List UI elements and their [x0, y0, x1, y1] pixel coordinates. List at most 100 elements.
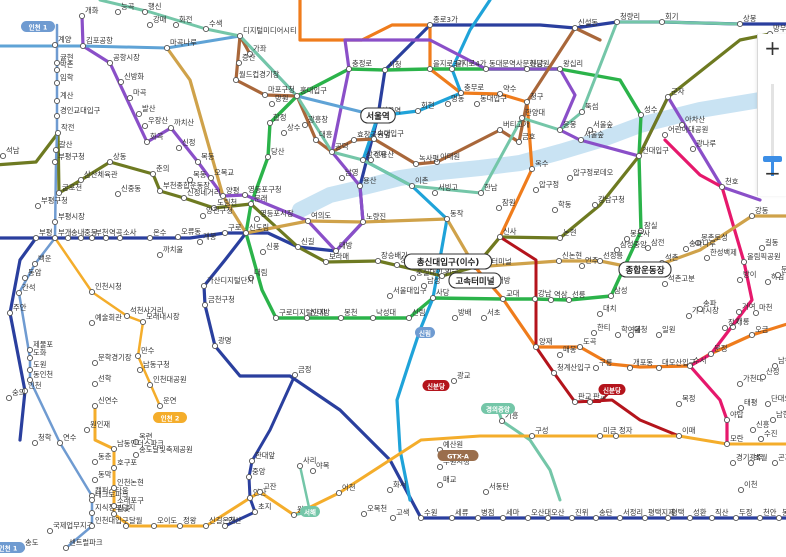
station-marker[interactable] [566, 174, 574, 182]
station[interactable]: 방이 [736, 270, 756, 284]
station-marker[interactable] [210, 204, 218, 212]
station-marker[interactable] [433, 158, 441, 166]
station[interactable]: 서빙고 [431, 183, 458, 197]
station-marker[interactable] [721, 324, 729, 332]
station[interactable]: 백운 [31, 254, 52, 268]
station[interactable]: 신사 [496, 227, 517, 241]
station[interactable]: 금호 [515, 132, 536, 146]
station[interactable]: 양천구청 [199, 206, 233, 220]
station-marker[interactable] [495, 204, 503, 212]
station[interactable]: 을지로4가 [448, 59, 487, 73]
station-marker[interactable] [748, 331, 756, 339]
station-marker[interactable] [246, 494, 254, 502]
station[interactable]: 한성백제 [703, 248, 737, 262]
station-marker[interactable] [156, 187, 164, 195]
station[interactable]: 신논현 [555, 251, 582, 265]
station-marker[interactable] [247, 200, 255, 208]
station-marker[interactable] [110, 445, 118, 453]
station[interactable]: 어천 [335, 483, 355, 497]
zoom-slider-track[interactable] [771, 84, 774, 176]
station[interactable]: 삼각지 [359, 150, 386, 164]
station-marker[interactable] [335, 489, 343, 497]
station-marker[interactable] [6, 309, 14, 317]
station[interactable]: 남동인더스파크 [110, 439, 164, 453]
station-marker[interactable] [31, 439, 39, 447]
station-marker[interactable] [241, 191, 249, 199]
station-marker[interactable] [259, 248, 267, 256]
station-marker[interactable] [764, 278, 772, 286]
station-marker[interactable] [146, 234, 154, 242]
station-marker[interactable] [356, 182, 364, 190]
station[interactable]: 디지털미디어시티 [236, 26, 297, 40]
station-marker[interactable] [143, 138, 151, 146]
station[interactable]: 장지 [721, 318, 741, 332]
station[interactable]: 소래포구 [110, 496, 144, 510]
station[interactable]: 청구 [523, 92, 544, 106]
station[interactable]: 부평시장 [51, 212, 85, 226]
station[interactable]: 운연 [156, 396, 176, 410]
station-marker[interactable] [219, 192, 227, 200]
station[interactable]: 우장산 [141, 116, 168, 130]
station-marker[interactable] [332, 247, 340, 255]
station[interactable]: 병점 [474, 508, 494, 522]
station-marker[interactable] [202, 25, 210, 33]
station-marker[interactable] [51, 234, 59, 242]
station[interactable]: 원인재 [83, 420, 110, 434]
station-marker[interactable] [136, 366, 144, 374]
station[interactable]: 합정 [266, 113, 286, 127]
station[interactable]: 길동 [758, 238, 779, 252]
major-station[interactable]: 고속터미널 [448, 272, 502, 289]
station-marker[interactable] [386, 292, 394, 300]
station-marker[interactable] [196, 238, 204, 246]
station-marker[interactable] [172, 21, 180, 29]
station[interactable]: 일원 [655, 325, 675, 339]
station[interactable]: 동막 [91, 470, 112, 484]
station[interactable]: 증산 [235, 53, 256, 67]
station[interactable]: 남동구청 [136, 360, 170, 374]
station-marker[interactable] [436, 463, 444, 471]
station[interactable]: 모래내시장 [139, 312, 180, 326]
station[interactable]: 서정리 [616, 508, 643, 522]
station[interactable]: 신길온천 [202, 516, 236, 530]
station-marker[interactable] [5, 394, 13, 402]
station[interactable]: 수원 [417, 508, 437, 522]
station[interactable]: 한대앞 [248, 451, 275, 465]
station[interactable]: 한티 [590, 323, 610, 337]
station-marker[interactable] [328, 148, 336, 156]
station-marker[interactable] [748, 212, 756, 220]
station-marker[interactable] [682, 245, 690, 253]
station-marker[interactable] [637, 227, 645, 235]
station[interactable]: 삼성 [607, 286, 627, 300]
station-marker[interactable] [473, 100, 481, 108]
station-marker[interactable] [389, 514, 397, 522]
station-marker[interactable] [498, 417, 506, 425]
station-marker[interactable] [110, 510, 118, 518]
station-marker[interactable] [146, 21, 154, 29]
station[interactable]: 마곡나루 [163, 38, 197, 52]
station-marker[interactable] [576, 343, 584, 351]
station-marker[interactable] [123, 312, 131, 320]
station[interactable]: 간석 [15, 283, 35, 297]
station[interactable]: 초지 [251, 502, 271, 516]
station[interactable]: 선정릉 [596, 251, 623, 265]
station[interactable]: 광명 [211, 336, 231, 350]
station[interactable]: 역곡 [102, 228, 123, 242]
station-marker[interactable] [135, 110, 143, 118]
station-marker[interactable] [496, 126, 504, 134]
station-marker[interactable] [186, 176, 194, 184]
station[interactable]: 거여 [735, 302, 755, 316]
station-marker[interactable] [565, 296, 573, 304]
station-marker[interactable] [309, 467, 317, 475]
station[interactable]: 경인교대입구 [53, 106, 101, 120]
station-marker[interactable] [774, 271, 782, 279]
station[interactable]: 성수 [637, 105, 658, 119]
subway-line-line8[interactable] [663, 138, 754, 446]
station-marker[interactable] [88, 522, 96, 530]
station-marker[interactable] [431, 189, 439, 197]
station-marker[interactable] [91, 458, 99, 466]
station-marker[interactable] [412, 160, 420, 168]
station-marker[interactable] [438, 272, 446, 280]
station[interactable]: 청계산입구 [550, 363, 591, 377]
station[interactable]: 서울숲 [577, 130, 604, 144]
station[interactable]: 사당 [429, 288, 450, 302]
